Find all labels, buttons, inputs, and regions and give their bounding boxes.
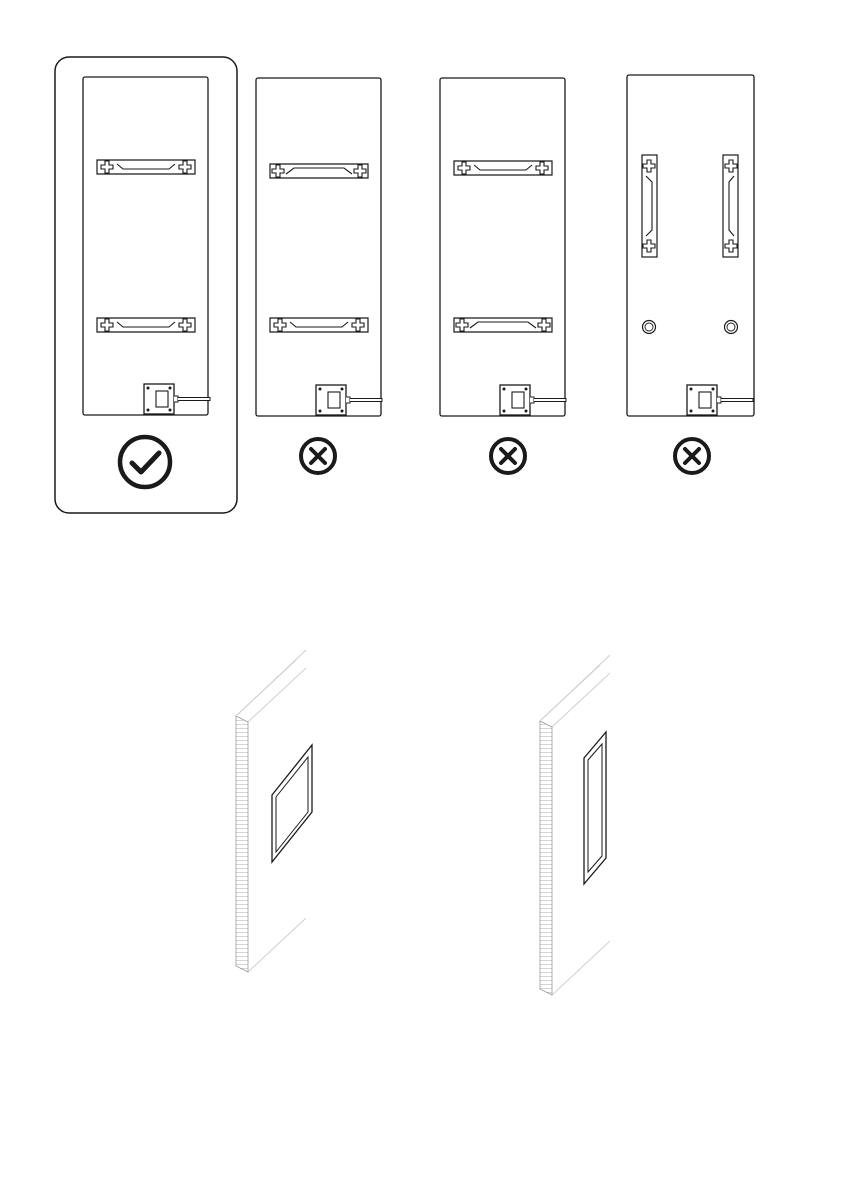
wall-portrait: [540, 655, 610, 995]
check-circle-icon: [120, 437, 170, 487]
top-bracket: [97, 160, 195, 174]
option-4[interactable]: [627, 75, 754, 473]
panel-back: [256, 78, 381, 416]
wall-landscape: [236, 650, 312, 972]
mounted-panel: [272, 745, 312, 862]
x-circle-icon: [301, 439, 335, 473]
option-2[interactable]: [256, 78, 382, 473]
bottom-bracket: [270, 318, 368, 332]
option-1[interactable]: [55, 57, 237, 513]
right-vertical-bracket: [723, 155, 738, 257]
bottom-bracket: [454, 318, 552, 332]
left-vertical-bracket: [642, 155, 657, 257]
x-circle-icon: [491, 439, 525, 473]
right-spacer-foot: [725, 321, 738, 334]
top-bracket: [270, 164, 368, 178]
left-spacer-foot: [643, 321, 656, 334]
option-3[interactable]: [440, 78, 566, 473]
panel-back: [440, 78, 565, 416]
top-bracket: [454, 161, 552, 175]
x-circle-icon: [675, 439, 709, 473]
bottom-bracket: [97, 318, 195, 332]
panel-back: [83, 77, 208, 415]
mounted-panel: [584, 732, 606, 884]
